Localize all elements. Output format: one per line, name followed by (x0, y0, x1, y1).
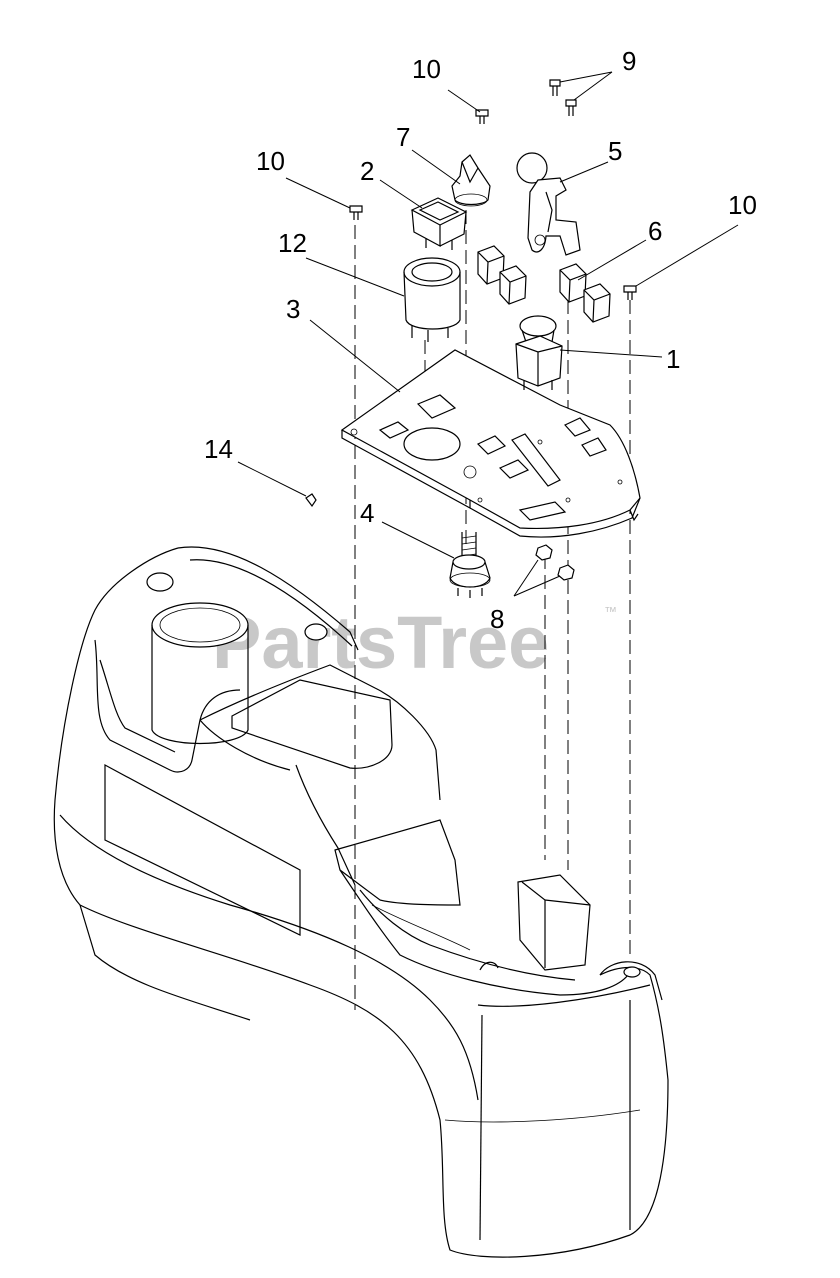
callout-10-right: 10 (728, 190, 757, 220)
callout-9: 9 (622, 46, 636, 76)
callout-2: 2 (360, 156, 374, 186)
callout-12: 12 (278, 228, 307, 258)
part-round-meter (403, 257, 461, 342)
watermark: PartsTree ™ (212, 601, 617, 684)
part-push-switch (515, 315, 563, 390)
part-lever (516, 152, 581, 256)
callout-7: 7 (396, 122, 410, 152)
callout-1: 1 (666, 344, 680, 374)
callout-14: 14 (204, 434, 233, 464)
fasteners (305, 79, 637, 581)
part-rocker-switch (410, 197, 468, 250)
console-housing (53, 546, 669, 1258)
callout-10-left: 10 (256, 146, 285, 176)
watermark-text: PartsTree (212, 601, 549, 684)
callout-5: 5 (608, 136, 622, 166)
callout-4: 4 (360, 498, 374, 528)
callout-3: 3 (286, 294, 300, 324)
callout-8: 8 (490, 604, 504, 634)
part-dash-plate (340, 349, 641, 538)
part-knob-cap (451, 154, 491, 207)
leader-lines (237, 71, 739, 597)
callouts: 10 9 7 5 10 2 10 6 12 3 1 14 4 8 (204, 46, 757, 634)
watermark-trademark: ™ (604, 604, 617, 619)
part-small-switches (477, 245, 611, 323)
callout-10-top: 10 (412, 54, 441, 84)
part-ignition-switch (449, 532, 491, 598)
callout-6: 6 (648, 216, 662, 246)
